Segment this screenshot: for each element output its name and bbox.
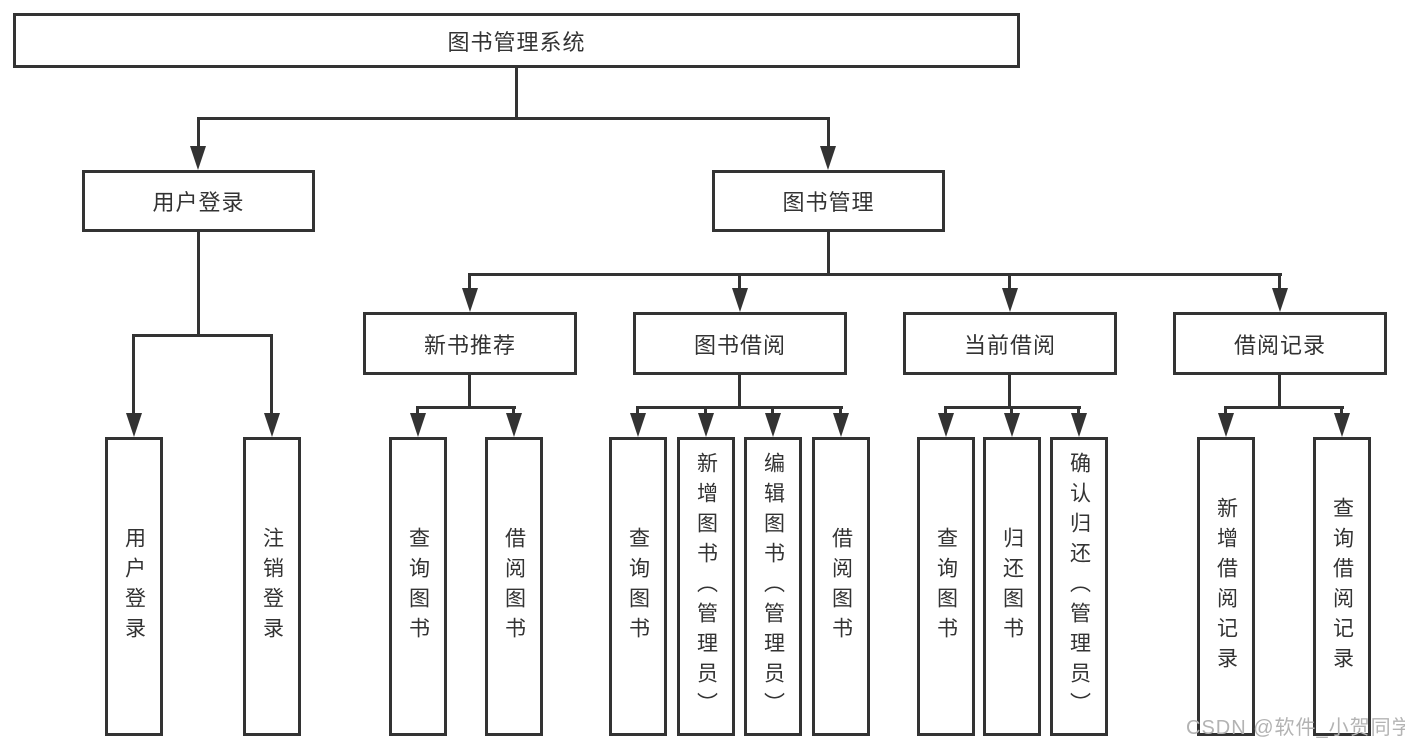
connector-line — [1008, 375, 1011, 409]
connector-line — [468, 273, 471, 289]
connector-line — [839, 406, 842, 416]
arrow-down-icon — [506, 413, 522, 437]
connector-line — [1010, 406, 1013, 416]
arrow-down-icon — [1334, 413, 1350, 437]
connector-line — [512, 406, 515, 416]
arrow-down-icon — [820, 146, 836, 170]
leaf-add-borrow-record: 新增借阅记录 — [1197, 437, 1255, 736]
node-label: 用户登录 — [152, 190, 245, 215]
connector-line — [132, 334, 273, 337]
connector-line — [1077, 406, 1080, 416]
node-label: 图书管理系统 — [447, 29, 586, 55]
leaf-logout: 注销登录 — [243, 437, 301, 736]
leaf-borrowing-borrow-books: 借阅图书 — [812, 437, 870, 736]
connector-line — [132, 334, 135, 414]
leaf-label: 借阅图书 — [829, 526, 853, 647]
connector-line — [416, 406, 516, 409]
leaf-return-books: 归还图书 — [983, 437, 1041, 736]
leaf-label: 查询图书 — [934, 526, 958, 647]
connector-line — [197, 232, 200, 336]
node-label: 图书借阅 — [693, 332, 786, 358]
leaf-label: 新增图书（管理员） — [694, 451, 718, 722]
arrow-down-icon — [1071, 413, 1087, 437]
node-borrowing-records: 借阅记录 — [1173, 312, 1387, 375]
connector-line — [1340, 406, 1343, 416]
connector-line — [738, 273, 741, 289]
arrow-down-icon — [1272, 288, 1288, 312]
arrow-down-icon — [938, 413, 954, 437]
connector-line — [197, 117, 830, 120]
arrow-down-icon — [765, 413, 781, 437]
node-user-login: 用户登录 — [82, 170, 315, 232]
node-new-book-recommend: 新书推荐 — [363, 312, 577, 375]
arrow-down-icon — [410, 413, 426, 437]
node-book-borrowing: 图书借阅 — [633, 312, 847, 375]
connector-line — [944, 406, 947, 416]
node-label: 图书管理 — [782, 190, 875, 215]
arrow-down-icon — [190, 146, 206, 170]
arrow-down-icon — [1218, 413, 1234, 437]
node-label: 借阅记录 — [1233, 332, 1326, 358]
connector-line — [468, 273, 1282, 276]
leaf-label: 查询图书 — [406, 526, 430, 647]
node-book-management: 图书管理 — [712, 170, 945, 232]
arrow-down-icon — [126, 413, 142, 437]
connector-line — [738, 375, 741, 409]
connector-line — [1224, 406, 1344, 409]
connector-line — [827, 232, 830, 276]
node-current-borrowing: 当前借阅 — [903, 312, 1117, 375]
node-library-management-system: 图书管理系统 — [13, 13, 1020, 68]
connector-line — [468, 375, 471, 409]
leaf-label: 用户登录 — [122, 526, 146, 647]
connector-line — [1224, 406, 1227, 416]
connector-line — [1278, 375, 1281, 409]
leaf-edit-books-admin: 编辑图书（管理员） — [744, 437, 802, 736]
leaf-current-query-books: 查询图书 — [917, 437, 975, 736]
connector-line — [704, 406, 707, 416]
connector-line — [1278, 273, 1281, 289]
leaf-label: 借阅图书 — [502, 526, 526, 647]
leaf-label: 新增借阅记录 — [1214, 496, 1238, 677]
leaf-label: 编辑图书（管理员） — [761, 451, 785, 722]
connector-line — [416, 406, 419, 416]
leaf-label: 查询借阅记录 — [1330, 496, 1354, 677]
connector-line — [636, 406, 843, 409]
connector-line — [1008, 273, 1011, 289]
leaf-label: 确认归还（管理员） — [1067, 451, 1091, 722]
arrow-down-icon — [833, 413, 849, 437]
node-label: 当前借阅 — [963, 332, 1056, 358]
leaf-recommend-query-books: 查询图书 — [389, 437, 447, 736]
leaf-label: 注销登录 — [260, 526, 284, 647]
csdn-watermark: CSDN @软件_小贺同学 — [1186, 717, 1405, 739]
connector-line — [771, 406, 774, 416]
arrow-down-icon — [1004, 413, 1020, 437]
arrow-down-icon — [732, 288, 748, 312]
connector-line — [515, 68, 518, 118]
connector-line — [270, 334, 273, 414]
leaf-borrowing-query-books: 查询图书 — [609, 437, 667, 736]
arrow-down-icon — [1002, 288, 1018, 312]
arrow-down-icon — [264, 413, 280, 437]
leaf-recommend-borrow-books: 借阅图书 — [485, 437, 543, 736]
leaf-add-books-admin: 新增图书（管理员） — [677, 437, 735, 736]
leaf-confirm-return-admin: 确认归还（管理员） — [1050, 437, 1108, 736]
arrow-down-icon — [630, 413, 646, 437]
arrow-down-icon — [698, 413, 714, 437]
leaf-user-login: 用户登录 — [105, 437, 163, 736]
node-label: 新书推荐 — [423, 332, 516, 358]
leaf-label: 归还图书 — [1000, 526, 1024, 647]
leaf-query-borrow-record: 查询借阅记录 — [1313, 437, 1371, 736]
leaf-label: 查询图书 — [626, 526, 650, 647]
connector-line — [636, 406, 639, 416]
connector-line — [827, 117, 830, 147]
connector-line — [197, 117, 200, 147]
arrow-down-icon — [462, 288, 478, 312]
